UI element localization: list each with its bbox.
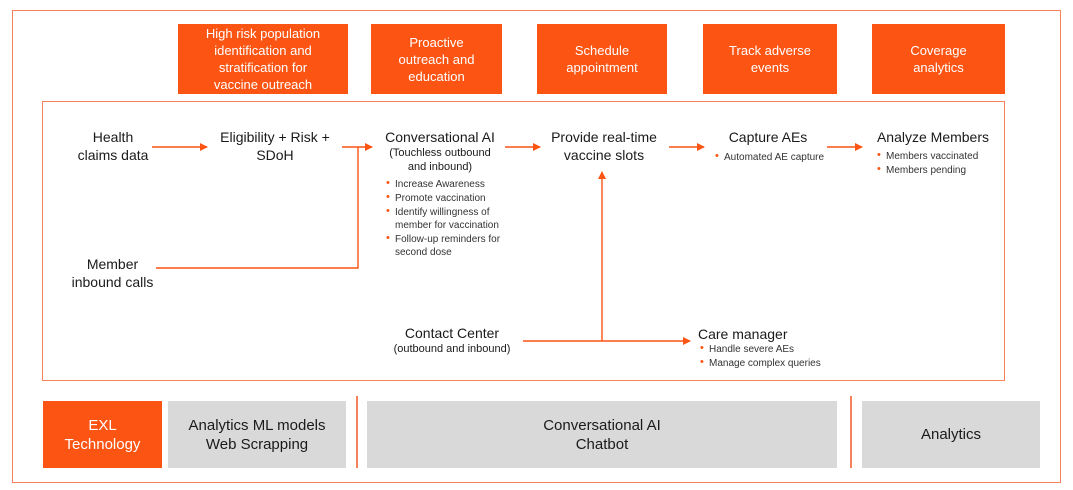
list-item: Identify willingness of member for vacci… bbox=[386, 205, 516, 232]
node-contact-center: Contact Center (outbound and inbound) bbox=[393, 325, 511, 355]
bottom-analytics: Analytics bbox=[862, 401, 1040, 468]
line-member-calls-to-conv-ai bbox=[156, 147, 359, 269]
node-eligibility-risk-sdoh: Eligibility + Risk +SDoH bbox=[220, 129, 330, 163]
node-conversational-ai: Conversational AI (Touchless outbound an… bbox=[385, 129, 495, 173]
node-care-manager: Care manager bbox=[698, 326, 788, 342]
list-item: Members pending bbox=[877, 163, 1002, 177]
list-item: Manage complex queries bbox=[700, 356, 840, 370]
list-item: Automated AE capture bbox=[715, 150, 845, 164]
capture-bullets: Automated AE capture bbox=[715, 150, 845, 165]
node-analyze-members: Analyze Members bbox=[876, 129, 990, 145]
conv-ai-bullets: Increase Awareness Promote vaccination I… bbox=[386, 177, 516, 260]
analyze-bullets: Members vaccinated Members pending bbox=[877, 149, 1002, 178]
list-item: Follow-up reminders for second dose bbox=[386, 232, 516, 259]
outer-frame bbox=[12, 10, 1061, 483]
list-item: Members vaccinated bbox=[877, 149, 1002, 163]
care-bullets: Handle severe AEs Manage complex queries bbox=[700, 342, 840, 371]
divider-right bbox=[850, 396, 852, 468]
divider-left bbox=[356, 396, 358, 468]
list-item: Handle severe AEs bbox=[700, 342, 840, 356]
list-item: Increase Awareness bbox=[386, 177, 516, 191]
node-capture-aes: Capture AEs bbox=[728, 129, 808, 145]
process-flow-box bbox=[42, 101, 1005, 381]
list-item: Promote vaccination bbox=[386, 191, 516, 205]
